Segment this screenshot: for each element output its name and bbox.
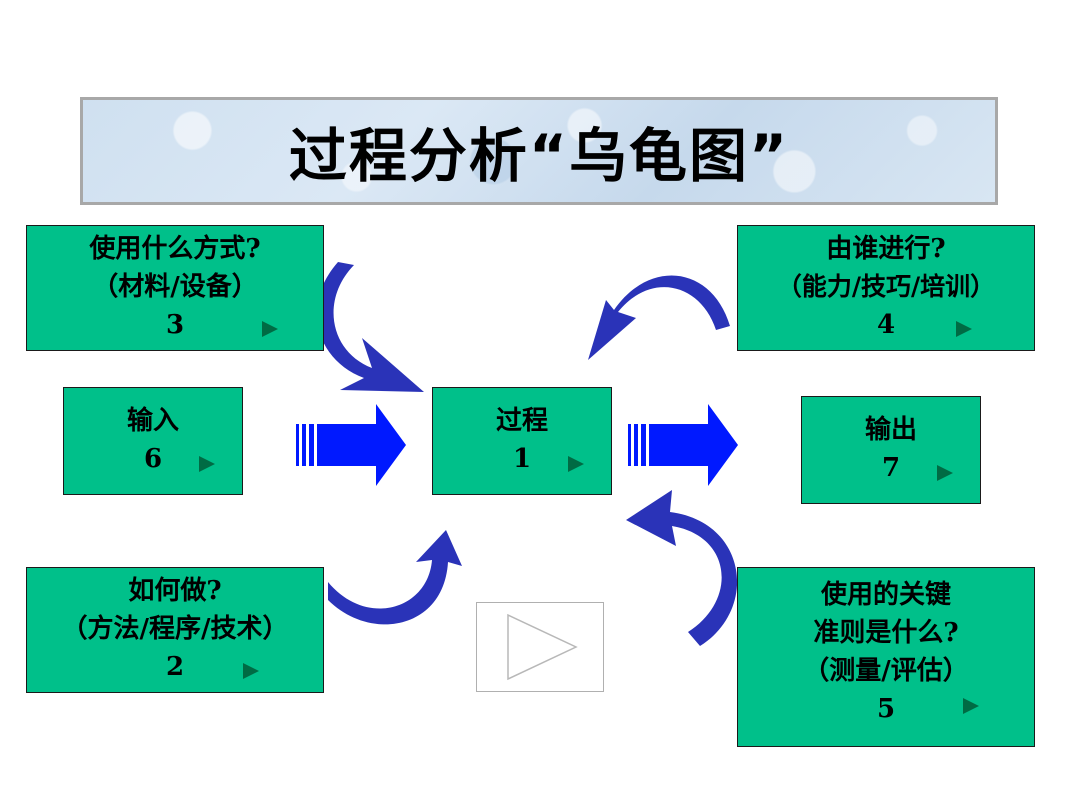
play-triangle-icon (568, 456, 584, 472)
curved-arrow-who (588, 275, 730, 360)
arrow-input-to-process (296, 404, 406, 486)
box-process-label: 过程 (495, 406, 548, 436)
box-who-line-2: （能力/技巧/培训） (776, 272, 996, 301)
arrow-process-to-output (628, 404, 738, 486)
box-criteria-number: 5 (876, 694, 896, 724)
curved-arrow-method (316, 262, 424, 392)
box-criteria: 使用的关键 准则是什么? （测量/评估） 5 (737, 567, 1035, 747)
play-triangle-icon (963, 698, 979, 714)
box-criteria-line-3: （测量/评估） (803, 656, 969, 686)
box-input: 输入 6 (63, 387, 243, 495)
box-who: 由谁进行? （能力/技巧/培训） 4 (737, 225, 1035, 351)
box-criteria-line-2: 准则是什么? (813, 618, 959, 648)
box-who-line-1: 由谁进行? (826, 234, 946, 264)
box-input-number: 6 (143, 444, 163, 474)
box-method-line-2: （材料/设备） (92, 272, 258, 302)
curved-arrow-how (328, 530, 462, 625)
box-who-number: 4 (876, 310, 896, 340)
box-how: 如何做? （方法/程序/技术） 2 (26, 567, 324, 693)
play-triangle-icon (956, 321, 972, 337)
title-banner: 过程分析“乌龟图” (80, 97, 998, 205)
curved-arrow-criteria (626, 490, 738, 646)
box-input-label: 输入 (126, 406, 179, 436)
play-triangle-icon (199, 456, 215, 472)
box-how-number: 2 (165, 652, 185, 682)
play-icon (507, 613, 578, 681)
box-method: 使用什么方式? （材料/设备） 3 (26, 225, 324, 351)
box-process: 过程 1 (432, 387, 612, 495)
box-how-line-2: （方法/程序/技术） (61, 614, 289, 644)
box-output-label: 输出 (864, 415, 917, 445)
play-triangle-icon (243, 663, 259, 679)
box-output-number: 7 (881, 453, 901, 483)
box-method-number: 3 (165, 310, 185, 340)
box-criteria-line-1: 使用的关键 (820, 580, 951, 610)
play-triangle-icon (262, 321, 278, 337)
box-method-line-1: 使用什么方式? (89, 234, 261, 264)
box-process-number: 1 (512, 444, 532, 474)
page-title: 过程分析“乌龟图” (288, 122, 790, 190)
play-triangle-icon (937, 465, 953, 481)
box-how-line-1: 如何做? (128, 576, 222, 606)
box-output: 输出 7 (801, 396, 981, 504)
play-button[interactable] (476, 602, 604, 692)
